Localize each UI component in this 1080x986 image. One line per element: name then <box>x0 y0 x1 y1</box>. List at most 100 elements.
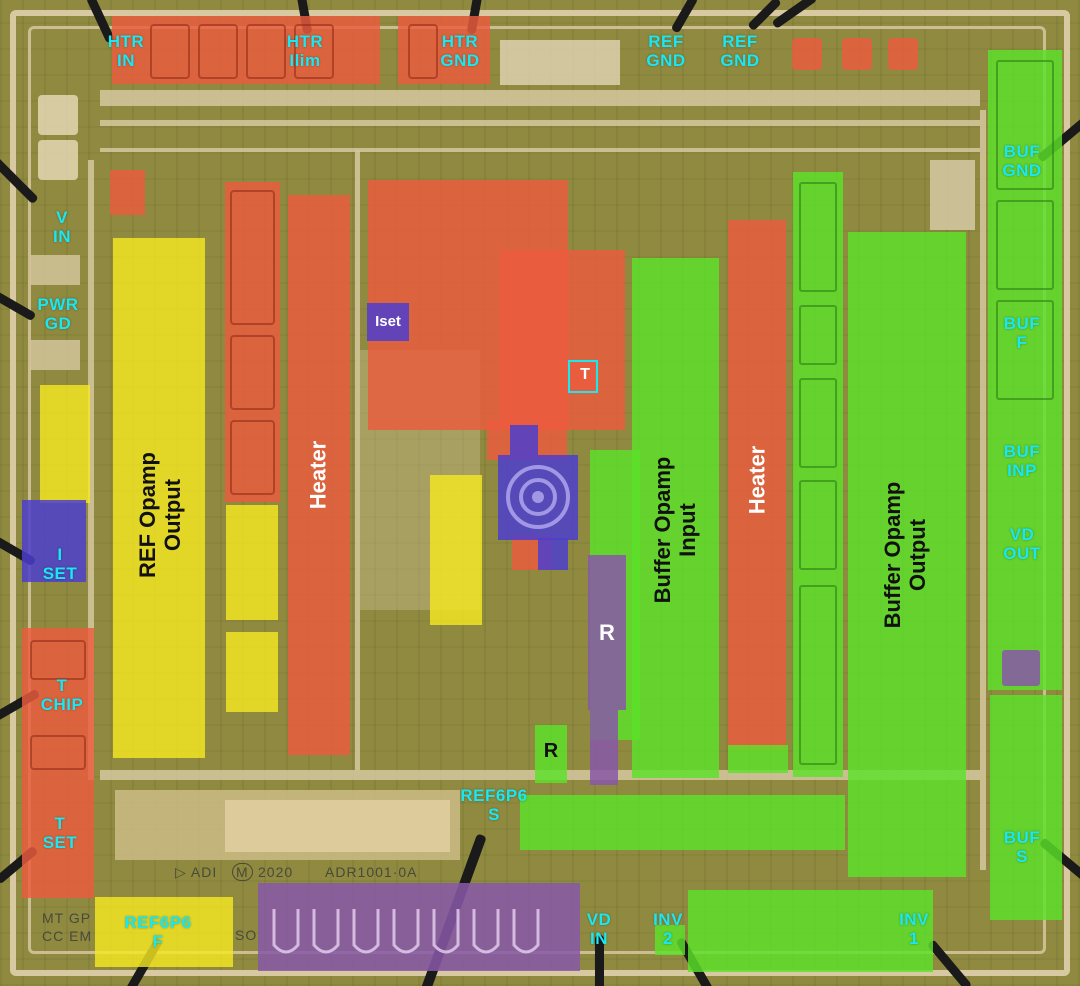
bandgap-bottom <box>538 538 568 570</box>
htr-gnd-pad-region <box>398 16 490 84</box>
buffer-cell <box>799 182 837 292</box>
resistor-serpentine-icon <box>272 909 540 954</box>
ref-yellow-cell <box>226 505 278 620</box>
heater-ctrl-core-ext <box>500 250 625 430</box>
pin-ref-gnd-2: REF GND <box>720 32 760 70</box>
bandgap-spiral-icon <box>506 465 570 529</box>
pin-htr-ilim: HTR Ilim <box>286 32 324 70</box>
i-set-pad <box>22 500 86 582</box>
ref-opamp-output-block <box>113 238 205 758</box>
metal-trace <box>100 90 980 106</box>
bandgap-top <box>510 425 538 455</box>
metal-trace <box>30 340 80 370</box>
heater-left-resistor-strip <box>225 182 280 502</box>
die-year: 2020 <box>258 864 294 880</box>
buffer-opamp-input-label: Buffer Opamp Input <box>650 456 700 604</box>
vendor-text: ADI <box>190 864 218 880</box>
die-seal-ring <box>10 10 1070 976</box>
pin-t-set: T SET <box>42 814 78 852</box>
pad-cell <box>996 300 1054 400</box>
buffer-opamp-output-label: Buffer Opamp Output <box>880 481 930 629</box>
pin-vd-in: VD IN <box>586 910 612 948</box>
buffer-opamp-column <box>793 172 843 777</box>
t-sensor-label: T <box>580 366 590 383</box>
die-corner-mark-1: MT GP <box>42 910 92 926</box>
buffer-cell <box>799 305 837 365</box>
pin-ref6p6-f: REF6P6 F <box>124 913 192 951</box>
heater-cell <box>230 420 275 495</box>
buffer-opamp-output-block <box>848 232 966 877</box>
buffer-bottom-bar <box>520 795 845 850</box>
inv2-small <box>655 925 685 955</box>
metal-trace <box>980 110 986 870</box>
pin-buf-inp: BUF INP <box>1003 442 1041 480</box>
metal-trace <box>500 40 620 85</box>
bond-wire <box>595 935 604 986</box>
pin-buf-s: BUF S <box>1003 828 1041 866</box>
pad-cell <box>996 200 1054 290</box>
pad-cell <box>198 24 238 79</box>
r-purple-block <box>588 555 626 710</box>
heater-left-block <box>288 195 350 755</box>
heater-cell <box>230 190 275 325</box>
r-green-label: R <box>543 740 559 762</box>
t-chip-pad-region <box>22 628 94 898</box>
buffer-pad-column-top <box>988 50 1062 690</box>
buffer-opamp-input-block <box>632 258 719 778</box>
pin-t-chip: T CHIP <box>40 676 84 714</box>
trim-cell <box>888 38 918 70</box>
metal-trace <box>930 160 975 230</box>
metal-trace <box>225 800 450 852</box>
metal-trace <box>355 150 360 770</box>
ref6p6-f-pad <box>95 897 233 967</box>
die-logo: M <box>232 863 253 881</box>
t-sensor-box <box>568 360 598 393</box>
pad-cell <box>30 640 86 680</box>
inv-pad-region <box>688 890 933 972</box>
pad-cell <box>408 24 438 79</box>
pin-ref-gnd-1: REF GND <box>646 32 686 70</box>
ref-yellow-cell <box>226 632 278 712</box>
metal-trace <box>30 255 80 285</box>
r-purple-tail <box>590 710 618 785</box>
heater-cell <box>230 335 275 410</box>
buffer-small-cell <box>728 745 788 773</box>
pin-v-in: V IN <box>53 208 71 246</box>
metal-trace <box>88 160 94 780</box>
vd-out-cell <box>1002 650 1040 686</box>
pad-cell <box>996 60 1054 190</box>
r-green-block <box>535 725 567 783</box>
heater-right-label: Heater <box>744 445 770 515</box>
buffer-cell <box>799 585 837 765</box>
heater-left-label: Heater <box>305 440 331 510</box>
heater-right-block <box>728 220 786 750</box>
pin-pwr-gd: PWR GD <box>37 295 79 333</box>
pin-i-set: I SET <box>42 545 78 583</box>
metal-trace <box>38 95 78 135</box>
pin-vd-out: VD OUT <box>1003 525 1041 563</box>
pin-htr-in: HTR IN <box>107 32 145 70</box>
die-corner-mark-2: CC EM <box>42 928 93 944</box>
buffer-pad-column-bottom <box>990 695 1062 920</box>
ref-opamp-output-label: REF Opamp Output <box>135 452 185 578</box>
iset-block <box>367 303 409 341</box>
r-purple-label: R <box>599 620 615 645</box>
metal-trace <box>100 148 980 152</box>
die-part-number: ADR1001·0A <box>325 864 418 880</box>
pin-inv-2: INV 2 <box>653 910 683 948</box>
iset-label: Iset <box>375 313 401 330</box>
buffer-cell <box>799 480 837 570</box>
metal-trace <box>100 120 980 126</box>
pad-cell <box>246 24 286 79</box>
ref-yellow-core <box>430 475 482 625</box>
pad-cell <box>30 735 86 770</box>
pin-buf-f: BUF F <box>1003 314 1041 352</box>
die-so-mark: SO <box>235 927 258 943</box>
heater-ctrl-bar <box>110 170 145 215</box>
buffer-cell <box>799 378 837 468</box>
pad-cell <box>294 24 334 79</box>
pad-cell <box>150 24 190 79</box>
ref-opamp-side <box>40 385 90 503</box>
pin-inv-1: INV 1 <box>899 910 929 948</box>
